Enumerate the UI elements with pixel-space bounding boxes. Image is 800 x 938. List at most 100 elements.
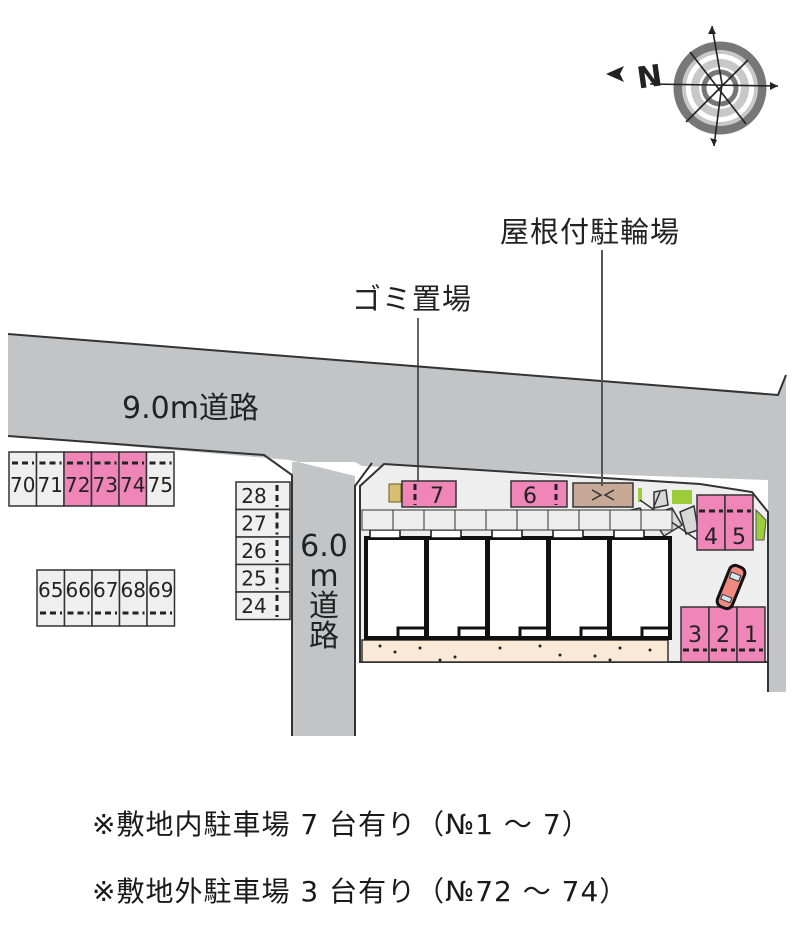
building-unit — [425, 529, 489, 640]
front-walkway — [361, 509, 673, 531]
walkway-cell — [516, 509, 549, 531]
bike-shelter — [572, 482, 634, 508]
space-number: 26 — [241, 539, 266, 563]
shrub-dot — [648, 648, 652, 652]
building-unit — [547, 529, 611, 640]
space-number: 4 — [704, 525, 718, 550]
side-road-edge-right — [354, 462, 373, 736]
space-number: 72 — [65, 473, 90, 497]
offsite-space: 69 — [146, 569, 176, 627]
main-road-edge-bottom-left — [7, 435, 293, 736]
onsite-space: 4 — [696, 494, 726, 551]
shrub-dot — [393, 650, 397, 654]
space-number: 69 — [148, 578, 173, 602]
offsite-space: 73 — [90, 451, 120, 507]
space-number: 74 — [120, 473, 145, 497]
walkway-cell — [640, 509, 673, 531]
main-road-label: 9.0m道路 — [122, 391, 259, 426]
space-number: 6 — [523, 484, 537, 509]
walkway-cell — [547, 509, 580, 531]
offsite-space: 66 — [63, 569, 93, 627]
space-number: 28 — [241, 484, 266, 508]
space-number: 67 — [93, 578, 118, 602]
building-unit — [364, 529, 428, 640]
space-number: 3 — [688, 623, 702, 648]
offsite-space: 72 — [63, 451, 93, 507]
side-road-label-line: 6.0 — [300, 529, 348, 564]
north-arrow-icon — [606, 66, 624, 82]
offsite-space: 28 — [235, 481, 291, 511]
greenery-patch — [672, 490, 692, 504]
shrub-dot — [378, 644, 382, 648]
space-number: 1 — [744, 623, 758, 648]
space-number: 2 — [716, 623, 730, 648]
space-number: 71 — [38, 473, 63, 497]
space-number: 7 — [430, 484, 444, 509]
building-unit — [608, 529, 672, 640]
onsite-space: 3 — [680, 606, 710, 663]
walkway-cell — [454, 509, 487, 531]
space-number: 66 — [66, 578, 91, 602]
garbage-station — [388, 483, 402, 503]
compass-icon — [606, 25, 779, 147]
greenery-patch — [755, 508, 767, 541]
offsite-space: 70 — [8, 451, 38, 507]
walkway-cell — [485, 509, 518, 531]
building — [364, 529, 672, 640]
onsite-space: 2 — [708, 606, 738, 663]
garden-dots — [378, 644, 652, 662]
greenery-patch — [638, 488, 642, 502]
space-number: 75 — [148, 473, 173, 497]
space-number: 70 — [10, 473, 35, 497]
walkway-cell — [392, 509, 425, 531]
site — [359, 462, 769, 663]
shrub-dot — [593, 654, 597, 658]
main-road-edge-top — [7, 333, 787, 397]
shrub-dot — [618, 646, 622, 650]
shrub-dot — [418, 646, 422, 650]
space-number: 27 — [241, 512, 266, 536]
offsite-space: 65 — [36, 569, 66, 627]
onsite-space: 5 — [724, 494, 754, 551]
space-number: 24 — [241, 594, 266, 618]
shrub-dot — [558, 653, 562, 657]
shrub-dot — [538, 644, 542, 648]
walkway-cell — [609, 509, 642, 531]
offsite-space: 74 — [118, 451, 148, 507]
walkway-cell — [361, 509, 394, 531]
shrub-dot — [453, 655, 457, 659]
space-number: 65 — [38, 578, 63, 602]
space-number: 5 — [732, 525, 746, 550]
garbage-station-label: ゴミ置場 — [352, 282, 473, 316]
garden-strip — [361, 639, 669, 663]
offsite-space: 24 — [235, 591, 291, 621]
walkway-cell — [578, 509, 611, 531]
offsite-space: 27 — [235, 508, 291, 538]
side-road-label: 6.0 m 道 路 — [299, 532, 349, 652]
note-onsite-parking: ※敷地内駐車場 7 台有り（№1 ～ 7） — [92, 808, 591, 841]
compass-north-label: N — [634, 58, 665, 97]
offsite-space: 67 — [91, 569, 121, 627]
car-icon — [715, 563, 747, 611]
onsite-space: 7 — [401, 480, 457, 509]
walkway-cell — [423, 509, 456, 531]
onsite-space: 6 — [510, 480, 568, 509]
offsite-space: 25 — [235, 563, 291, 593]
onsite-space: 1 — [736, 606, 766, 663]
space-number: 73 — [93, 473, 118, 497]
offsite-space: 75 — [145, 451, 175, 507]
note-offsite-parking: ※敷地外駐車場 3 台有り（№72 ～ 74） — [92, 875, 629, 908]
offsite-space: 71 — [35, 451, 65, 507]
shrub-dot — [608, 658, 612, 662]
side-road-label-line: m — [309, 559, 339, 594]
offsite-space: 68 — [118, 569, 148, 627]
bicycle-parking-label: 屋根付駐輪場 — [500, 215, 681, 249]
side-road-label-line: 路 — [309, 619, 339, 654]
side-road-label-line: 道 — [309, 589, 339, 624]
shrub-dot — [438, 658, 442, 662]
main-road — [8, 334, 786, 736]
building-unit — [486, 529, 550, 640]
shrub-dot — [498, 646, 502, 650]
